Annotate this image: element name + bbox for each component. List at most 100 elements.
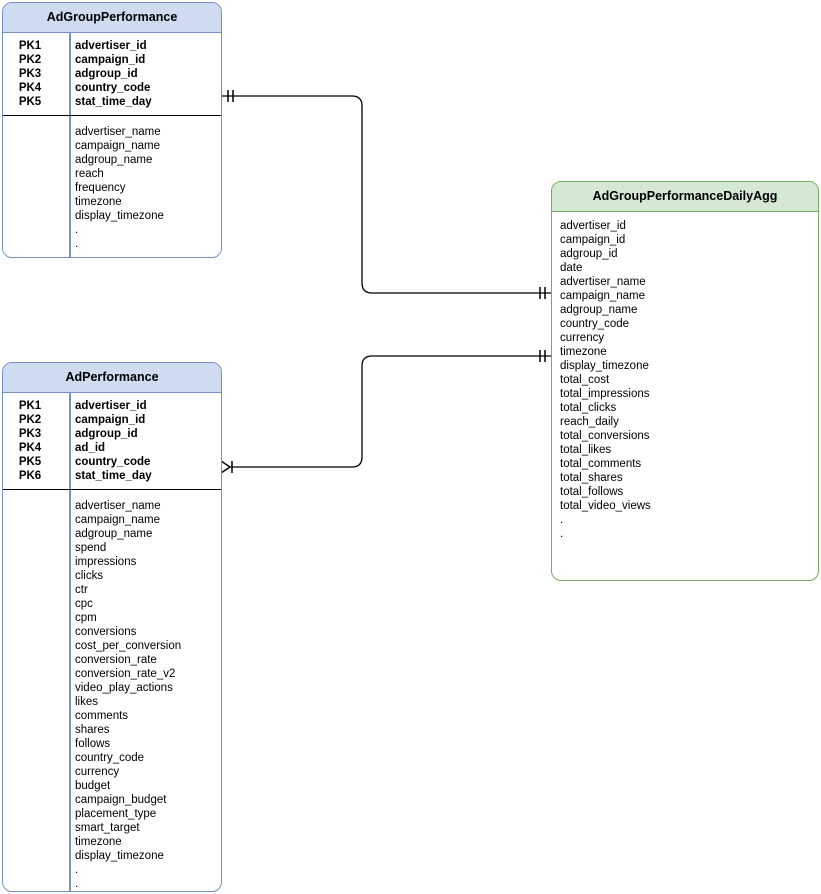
attribute-field: . xyxy=(75,224,79,236)
crows-foot-many xyxy=(220,460,231,474)
attribute-field: total_cost xyxy=(560,374,610,386)
attribute-field: country_code xyxy=(560,318,630,330)
key-field: campaign_id xyxy=(75,54,146,66)
attribute-field: total_likes xyxy=(560,444,612,456)
pk-label: PK1 xyxy=(18,40,42,52)
attribute-field: smart_target xyxy=(75,822,140,834)
attribute-field: reach xyxy=(75,168,104,180)
attribute-field: total_impressions xyxy=(560,388,650,400)
attribute-field: advertiser_name xyxy=(75,126,161,138)
attribute-field: frequency xyxy=(75,182,126,194)
pk-column-divider xyxy=(69,393,71,891)
attribute-field: currency xyxy=(75,766,120,778)
pk-label: PK5 xyxy=(18,96,42,108)
attribute-field: display_timezone xyxy=(560,360,649,372)
attribute-field: total_conversions xyxy=(560,430,650,442)
attribute-field: timezone xyxy=(560,346,607,358)
attribute-field: adgroup_name xyxy=(75,154,153,166)
pk-label: PK3 xyxy=(18,428,42,440)
attribute-field: placement_type xyxy=(75,808,157,820)
attribute-field: timezone xyxy=(75,836,122,848)
attribute-field: total_shares xyxy=(560,472,623,484)
attribute-field: ctr xyxy=(75,584,88,596)
pk-label: PK2 xyxy=(18,414,42,426)
attribute-field: shares xyxy=(75,724,110,736)
attribute-field: likes xyxy=(75,696,99,708)
attribute-field: total_follows xyxy=(560,486,624,498)
entity-adgroupperformance-title: AdGroupPerformance xyxy=(3,3,221,33)
attribute-field: total_clicks xyxy=(560,402,617,414)
pk-label: PK6 xyxy=(18,470,42,482)
attribute-field: . xyxy=(75,864,79,876)
attribute-field: reach_daily xyxy=(560,416,619,428)
attribute-field: cpc xyxy=(75,598,93,610)
attribute-field: . xyxy=(560,514,564,526)
entity-adgroupperformancedailyagg[interactable]: AdGroupPerformanceDailyAgg advertiser_id… xyxy=(551,181,819,581)
entity-adgroupperformancedailyagg-title: AdGroupPerformanceDailyAgg xyxy=(552,182,818,212)
key-field: advertiser_id xyxy=(75,40,147,52)
key-field: stat_time_day xyxy=(75,470,152,482)
attribute-field: total_comments xyxy=(560,458,642,470)
attribute-field: date xyxy=(560,262,583,274)
key-section-separator xyxy=(3,489,221,491)
attribute-field: conversion_rate_v2 xyxy=(75,668,176,680)
attribute-field: . xyxy=(75,878,79,890)
attribute-field: display_timezone xyxy=(75,210,164,222)
attribute-field: timezone xyxy=(75,196,122,208)
pk-label: PK4 xyxy=(18,442,42,454)
attribute-field: currency xyxy=(560,332,605,344)
attribute-field: campaign_id xyxy=(560,234,626,246)
relationship-adperformance-dailyagg xyxy=(220,350,551,474)
attribute-field: conversions xyxy=(75,626,137,638)
attribute-field: impressions xyxy=(75,556,137,568)
attribute-field: adgroup_name xyxy=(75,528,153,540)
key-field: stat_time_day xyxy=(75,96,152,108)
attribute-field: budget xyxy=(75,780,111,792)
attribute-field: . xyxy=(560,528,564,540)
attribute-field: cost_per_conversion xyxy=(75,640,182,652)
attribute-field: spend xyxy=(75,542,107,554)
attribute-field: advertiser_name xyxy=(560,276,646,288)
attribute-field: country_code xyxy=(75,752,145,764)
attribute-field: clicks xyxy=(75,570,104,582)
key-field: ad_id xyxy=(75,442,106,454)
pk-label: PK5 xyxy=(18,456,42,468)
attribute-field: adgroup_name xyxy=(560,304,638,316)
pk-label: PK4 xyxy=(18,82,42,94)
attribute-field: display_timezone xyxy=(75,850,164,862)
attribute-field: follows xyxy=(75,738,111,750)
attribute-field: campaign_name xyxy=(75,514,161,526)
attribute-field: campaign_budget xyxy=(75,794,167,806)
attribute-field: advertiser_id xyxy=(560,220,626,232)
attribute-field: campaign_name xyxy=(560,290,646,302)
pk-column-divider xyxy=(69,33,71,257)
key-field: advertiser_id xyxy=(75,400,147,412)
attribute-field: advertiser_name xyxy=(75,500,161,512)
key-field: country_code xyxy=(75,456,151,468)
attribute-field: comments xyxy=(75,710,129,722)
attribute-field: adgroup_id xyxy=(560,248,618,260)
entity-adperformance-title: AdPerformance xyxy=(3,363,221,393)
key-field: adgroup_id xyxy=(75,68,138,80)
key-field: campaign_id xyxy=(75,414,146,426)
pk-label: PK1 xyxy=(18,400,42,412)
entity-adperformance-attributes: advertiser_name campaign_name adgroup_name… xyxy=(75,499,217,891)
relationship-adgroupperformance-dailyagg xyxy=(222,90,551,299)
attribute-field: campaign_name xyxy=(75,140,161,152)
attribute-field: total_video_views xyxy=(560,500,651,512)
pk-label: PK3 xyxy=(18,68,42,80)
key-field: adgroup_id xyxy=(75,428,138,440)
key-field: country_code xyxy=(75,82,151,94)
attribute-field: . xyxy=(75,238,79,250)
entity-adgroupperformance-attributes: advertiser_name campaign_name adgroup_name… xyxy=(75,125,217,251)
